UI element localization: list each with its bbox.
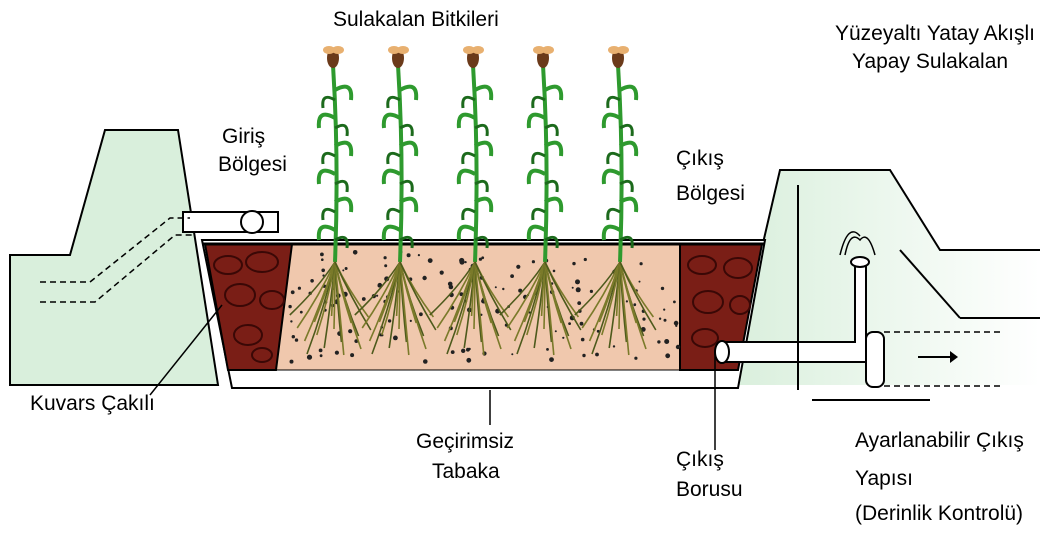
liner-label-line2: Tabaka: [432, 460, 500, 483]
pipe-label-line1: Çıkış: [676, 448, 724, 471]
liner-label-line1: Geçirimsiz: [416, 430, 514, 453]
structure-label-line3: (Derinlik Kontrolü): [855, 502, 1023, 525]
outlet-zone-line1: Çıkış: [676, 147, 724, 170]
title-line2: Yapay Sulakalan: [852, 50, 1008, 73]
plants-label: Sulakalan Bitkileri: [333, 8, 499, 31]
inlet-label-line2: Bölgesi: [218, 153, 287, 176]
inlet-pipe: [183, 211, 278, 233]
gravel-label: Kuvars Çakılı: [30, 392, 155, 415]
left-embankment: [10, 130, 218, 385]
title-line1: Yüzeyaltı Yatay Akışlı: [835, 22, 1035, 45]
inlet-label-line1: Giriş: [222, 125, 265, 148]
structure-label-line1: Ayarlanabilir Çıkış: [855, 429, 1024, 452]
pipe-label-line2: Borusu: [676, 478, 743, 501]
outlet-zone-line2: Bölgesi: [676, 182, 745, 205]
structure-label-line2: Yapısı: [855, 467, 913, 490]
